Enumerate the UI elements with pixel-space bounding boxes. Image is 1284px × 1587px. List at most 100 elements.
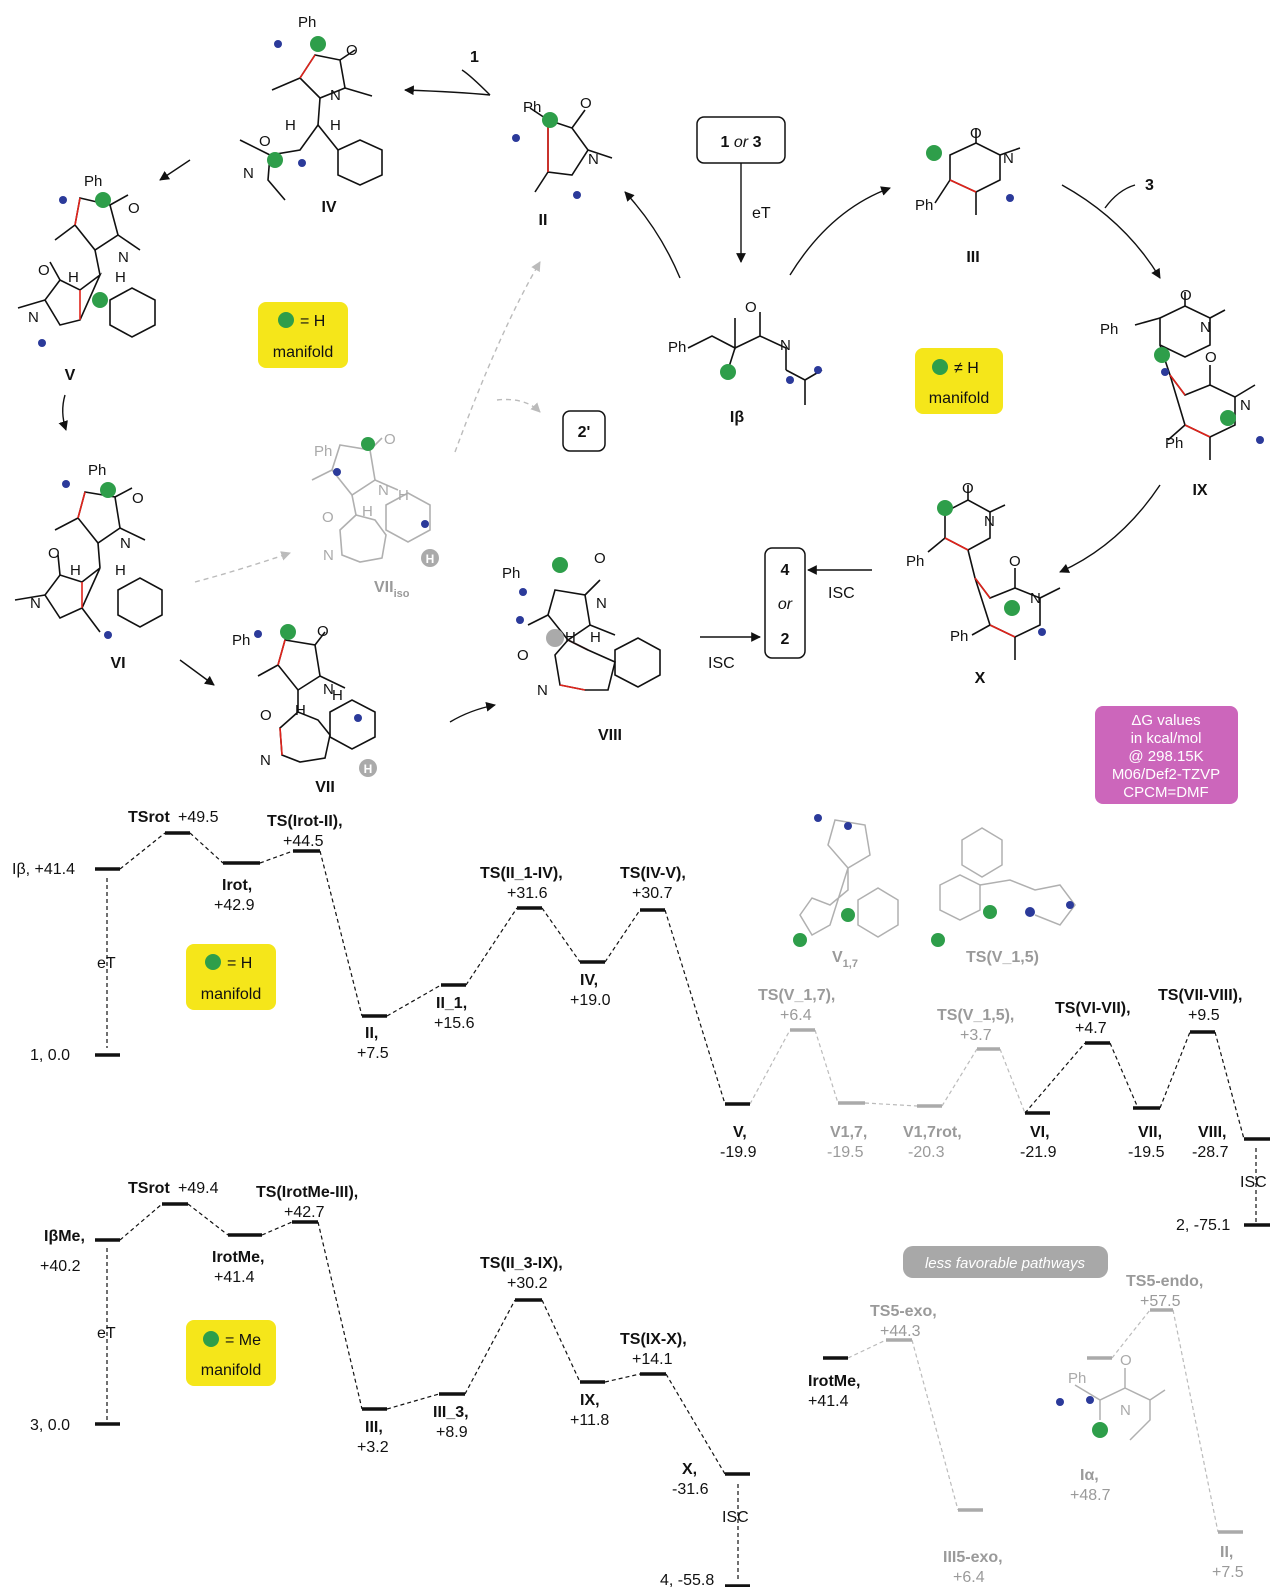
svg-text:N: N <box>30 595 41 612</box>
energy-profile-H: Iβ, +41.4 1, 0.0 TSrot +49.5 Irot, +42.9… <box>12 809 1270 1234</box>
svg-text:-19.5: -19.5 <box>827 1144 864 1161</box>
svg-text:TSrot: TSrot <box>128 1180 170 1197</box>
molecule-VII <box>257 631 376 763</box>
svg-text:N: N <box>588 151 599 168</box>
svg-text:O: O <box>962 480 974 497</box>
svg-text:+41.4: +41.4 <box>214 1269 255 1286</box>
radical-green-dot <box>361 437 375 451</box>
svg-text:V1,7,: V1,7, <box>830 1124 867 1141</box>
molecule-Ibeta <box>687 312 823 405</box>
radical-green-dot <box>841 908 855 922</box>
svg-text:Ph: Ph <box>906 553 924 570</box>
svg-text:O: O <box>132 490 144 507</box>
svg-text:H: H <box>70 562 81 579</box>
radical-green-dot <box>205 954 221 970</box>
svg-text:O: O <box>259 133 271 150</box>
svg-text:Ph: Ph <box>232 632 250 649</box>
svg-text:H: H <box>332 687 343 704</box>
eT-label-Me: eT <box>97 1325 116 1342</box>
radical-green-dot <box>793 933 807 947</box>
radical-blue-dot <box>814 814 822 822</box>
radical-blue-dot <box>1066 901 1074 909</box>
radical-blue-dot <box>1086 1396 1094 1404</box>
svg-text:H: H <box>330 117 341 134</box>
svg-text:Ph: Ph <box>314 443 332 460</box>
radical-green-dot <box>1004 600 1020 616</box>
svg-text:+30.7: +30.7 <box>632 885 673 902</box>
svg-text:+31.6: +31.6 <box>507 885 548 902</box>
svg-text:Ph: Ph <box>915 197 933 214</box>
molecule-VI <box>14 487 163 633</box>
svg-text:+30.2: +30.2 <box>507 1275 548 1292</box>
svg-text:Ph: Ph <box>298 14 316 31</box>
radical-green-dot <box>278 312 294 328</box>
legend-notH-text: ≠ H <box>954 360 979 377</box>
svg-text:Irot,: Irot, <box>222 877 252 894</box>
radical-blue-dot <box>274 40 282 48</box>
svg-text:+48.7: +48.7 <box>1070 1487 1111 1504</box>
svg-text:+15.6: +15.6 <box>434 1015 475 1032</box>
svg-text:H: H <box>565 629 576 646</box>
arrow-icon <box>404 85 491 96</box>
svg-text:TS(VI-VII),: TS(VI-VII), <box>1055 1000 1131 1017</box>
radical-green-dot <box>92 292 108 308</box>
svg-text:O: O <box>346 42 358 59</box>
label-VIIiso: VIIiso <box>374 579 410 600</box>
svg-text:-31.6: -31.6 <box>672 1481 709 1498</box>
radical-blue-dot <box>38 339 46 347</box>
energy-profile-Me: IβMe, +40.2 3, 0.0 TSrot +49.4 IrotMe, +… <box>30 1180 1244 1587</box>
arrow-icon <box>624 191 681 279</box>
svg-text:N: N <box>323 547 334 564</box>
svg-text:CPCM=DMF: CPCM=DMF <box>1123 784 1208 801</box>
label-V: V <box>65 367 76 384</box>
svg-text:+11.8: +11.8 <box>570 1412 609 1429</box>
radical-blue-dot <box>573 191 581 199</box>
eT-label: eT <box>752 205 771 222</box>
molecule-IX <box>1134 292 1256 460</box>
svg-text:+42.9: +42.9 <box>214 897 255 914</box>
svg-text:-21.9: -21.9 <box>1020 1144 1057 1161</box>
svg-text:+6.4: +6.4 <box>953 1569 985 1586</box>
isc-left-label: ISC <box>708 655 735 672</box>
info-box <box>1095 706 1238 804</box>
svg-text:= Me: = Me <box>225 1332 261 1349</box>
radical-blue-dot <box>519 588 527 596</box>
svg-text:TS(IX-X),: TS(IX-X), <box>620 1331 687 1348</box>
legend-notH-sub: manifold <box>929 390 989 407</box>
svg-text:O: O <box>322 509 334 526</box>
molecule-IV <box>239 49 383 201</box>
svg-text:+7.5: +7.5 <box>1212 1564 1244 1581</box>
radical-green-dot <box>310 36 326 52</box>
inset-V17 <box>799 819 899 938</box>
svg-text:O: O <box>128 200 140 217</box>
svg-text:VI,: VI, <box>1030 1124 1050 1141</box>
svg-text:-19.9: -19.9 <box>720 1144 757 1161</box>
svg-text:+4.7: +4.7 <box>1075 1020 1107 1037</box>
svg-text:N: N <box>780 337 791 354</box>
svg-text:in kcal/mol: in kcal/mol <box>1131 730 1202 747</box>
svg-text:H: H <box>115 562 126 579</box>
radical-blue-dot <box>1006 194 1014 202</box>
radical-blue-dot <box>814 366 822 374</box>
radical-blue-dot <box>1025 907 1035 917</box>
svg-text:TS(IrotMe-III),: TS(IrotMe-III), <box>256 1184 358 1201</box>
svg-text:Ph: Ph <box>502 565 520 582</box>
svg-text:TS(V_1,5),: TS(V_1,5), <box>937 1007 1014 1024</box>
svg-text:O: O <box>38 262 50 279</box>
svg-text:V1,7rot,: V1,7rot, <box>903 1124 962 1141</box>
svg-text:H: H <box>115 269 126 286</box>
radical-green-dot <box>931 933 945 947</box>
radical-blue-dot <box>516 616 524 624</box>
isc-label-H: ISC <box>1240 1174 1267 1191</box>
svg-text:V,: V, <box>733 1124 747 1141</box>
svg-text:+40.2: +40.2 <box>40 1258 81 1275</box>
svg-text:+14.1: +14.1 <box>632 1351 673 1368</box>
radical-green-dot <box>937 500 953 516</box>
svg-text:O: O <box>580 95 592 112</box>
label-VII: VII <box>315 779 335 796</box>
svg-text:manifold: manifold <box>201 986 261 1003</box>
svg-text:Ph: Ph <box>1100 321 1118 338</box>
radical-green-dot <box>280 624 296 640</box>
radical-blue-dot <box>844 822 852 830</box>
arrow-icon <box>58 394 68 431</box>
